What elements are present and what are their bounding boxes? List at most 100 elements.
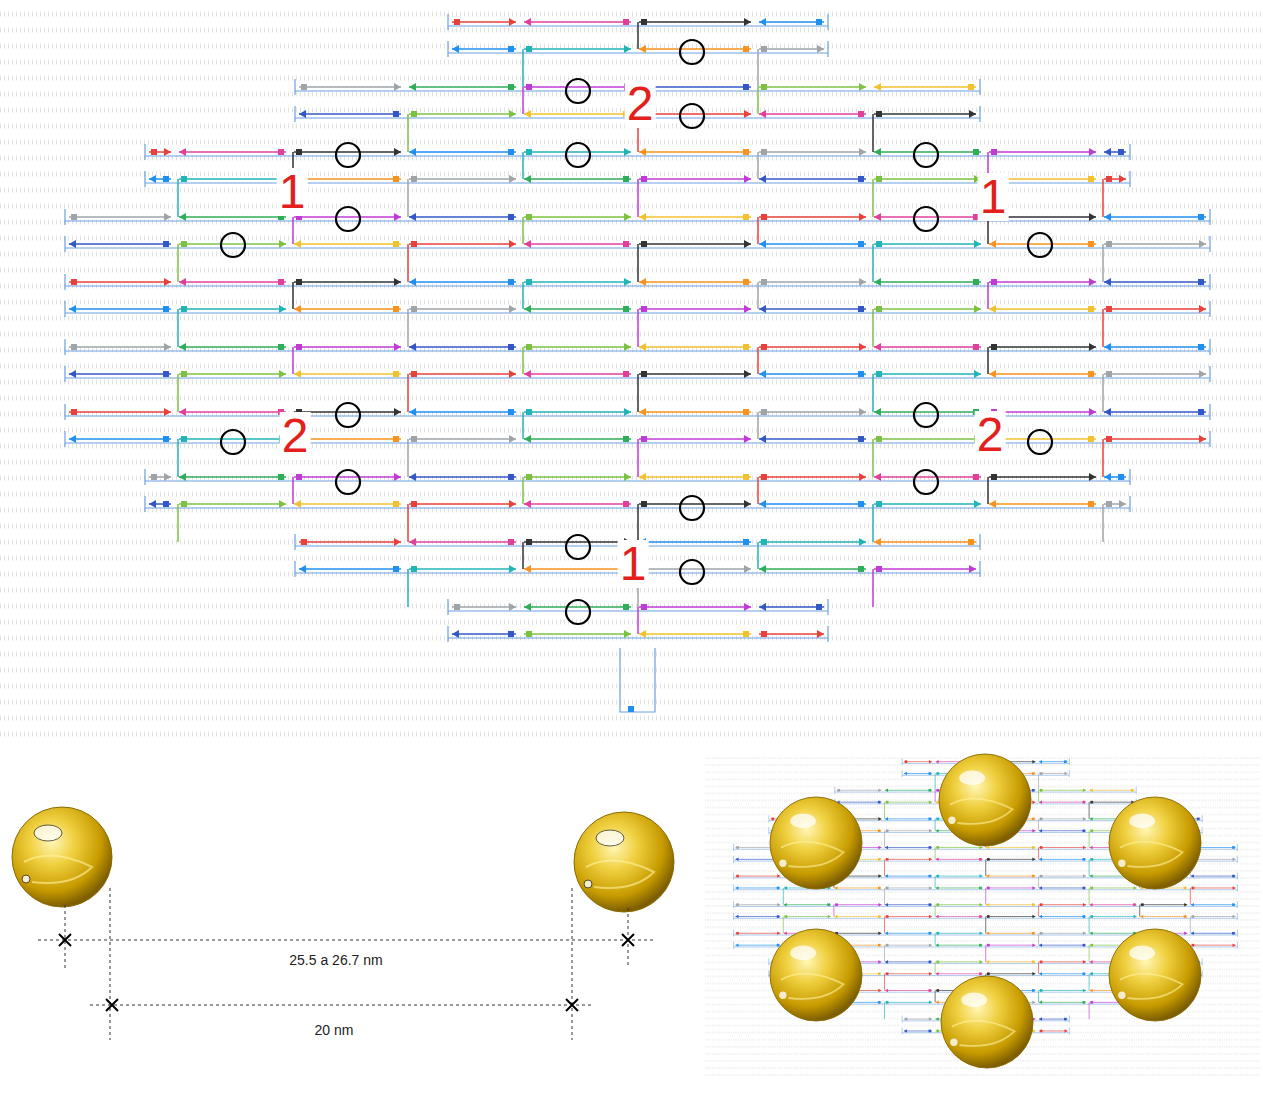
staple-strand <box>524 476 631 478</box>
staple-strand <box>524 606 631 608</box>
strand-start <box>1088 501 1094 507</box>
strand-end <box>394 343 401 351</box>
gold-nanoparticle <box>1109 797 1201 889</box>
strand-start <box>163 371 169 377</box>
lattice-row <box>0 172 1263 177</box>
helix-end <box>294 106 295 122</box>
staple-strand <box>294 216 401 218</box>
staple-strand <box>759 633 824 635</box>
strand-end <box>509 240 516 248</box>
strand-end <box>509 110 516 118</box>
strand-end <box>874 343 881 351</box>
staple-strand <box>759 346 866 348</box>
strand-start <box>393 241 399 247</box>
staple-strand <box>524 281 631 283</box>
crossover <box>407 309 409 347</box>
staple-strand <box>409 86 516 88</box>
attachment-site <box>680 560 704 584</box>
strand-start <box>1088 306 1094 312</box>
staple-strand <box>639 308 751 310</box>
strand-start <box>163 501 169 507</box>
helix-end <box>64 366 65 382</box>
staple-strand <box>524 86 631 88</box>
helix-end <box>1209 339 1210 355</box>
strand-start <box>991 149 997 155</box>
strand-start <box>1198 344 1204 350</box>
strand-start <box>761 409 767 415</box>
strand-end <box>409 538 416 546</box>
strand-end <box>817 45 824 53</box>
crossover <box>292 282 294 309</box>
strand-start <box>526 631 532 637</box>
strand-start <box>743 279 749 285</box>
staple-strand <box>874 568 976 570</box>
strand-end <box>759 603 766 611</box>
strand-end <box>974 370 981 378</box>
attachment-site <box>566 535 590 559</box>
strand-start <box>876 176 882 182</box>
staple-strand <box>639 113 751 115</box>
strand-start <box>526 539 532 545</box>
strand-end <box>164 408 171 416</box>
crossover <box>637 374 639 412</box>
callout-number: 1 <box>618 540 649 588</box>
lattice-row <box>0 284 1263 289</box>
strand-start <box>71 344 77 350</box>
crossover <box>407 374 409 412</box>
staple-strand <box>1104 438 1206 440</box>
crossover <box>987 347 989 374</box>
strand-start <box>508 149 514 155</box>
strand-end <box>744 240 751 248</box>
strand-start <box>1106 306 1112 312</box>
staple-strand <box>524 216 631 218</box>
strand-end <box>394 213 401 221</box>
strand-start <box>743 409 749 415</box>
staple-strand <box>179 346 286 348</box>
helix-end <box>1209 366 1210 382</box>
staple-strand <box>1104 373 1206 375</box>
staple-strand <box>759 216 866 218</box>
staple-strand <box>874 243 981 245</box>
lattice-row <box>0 508 1263 513</box>
strand-end <box>524 175 531 183</box>
attachment-site <box>221 430 245 454</box>
staple-strand <box>759 281 866 283</box>
strand-end <box>624 278 631 286</box>
staple-strand <box>409 113 516 115</box>
staple-strand <box>452 48 516 50</box>
staple-strand <box>409 438 516 440</box>
strand-start <box>526 214 532 220</box>
strand-end <box>409 473 416 481</box>
strand-start <box>454 604 460 610</box>
crossover <box>872 244 874 282</box>
crossover <box>757 217 759 244</box>
strand-start <box>151 149 157 155</box>
crossover <box>872 569 874 607</box>
lattice-row <box>0 700 1263 705</box>
strand-end <box>859 213 866 221</box>
staple-strand <box>639 346 751 348</box>
staple-strand <box>759 21 824 23</box>
staple-strand <box>179 281 286 283</box>
strand-end <box>859 83 866 91</box>
strand-end <box>639 630 646 638</box>
strand-end <box>624 473 631 481</box>
strand-start <box>623 241 629 247</box>
strand-start <box>761 214 767 220</box>
staple-strand <box>874 476 981 478</box>
strand-end <box>1089 408 1096 416</box>
crossover <box>1102 309 1104 347</box>
staple-strand <box>69 411 171 413</box>
strand-end <box>639 45 646 53</box>
strand-start <box>393 436 399 442</box>
strand-start <box>526 409 532 415</box>
staple-strand <box>989 281 1096 283</box>
callout-number: 2 <box>975 411 1006 459</box>
staple-strand <box>989 308 1096 310</box>
strand-end <box>639 278 646 286</box>
helix-end <box>144 496 145 512</box>
strand-start <box>761 149 767 155</box>
staple-strand <box>69 308 171 310</box>
staple-strand <box>639 476 751 478</box>
lattice-row <box>0 348 1263 353</box>
